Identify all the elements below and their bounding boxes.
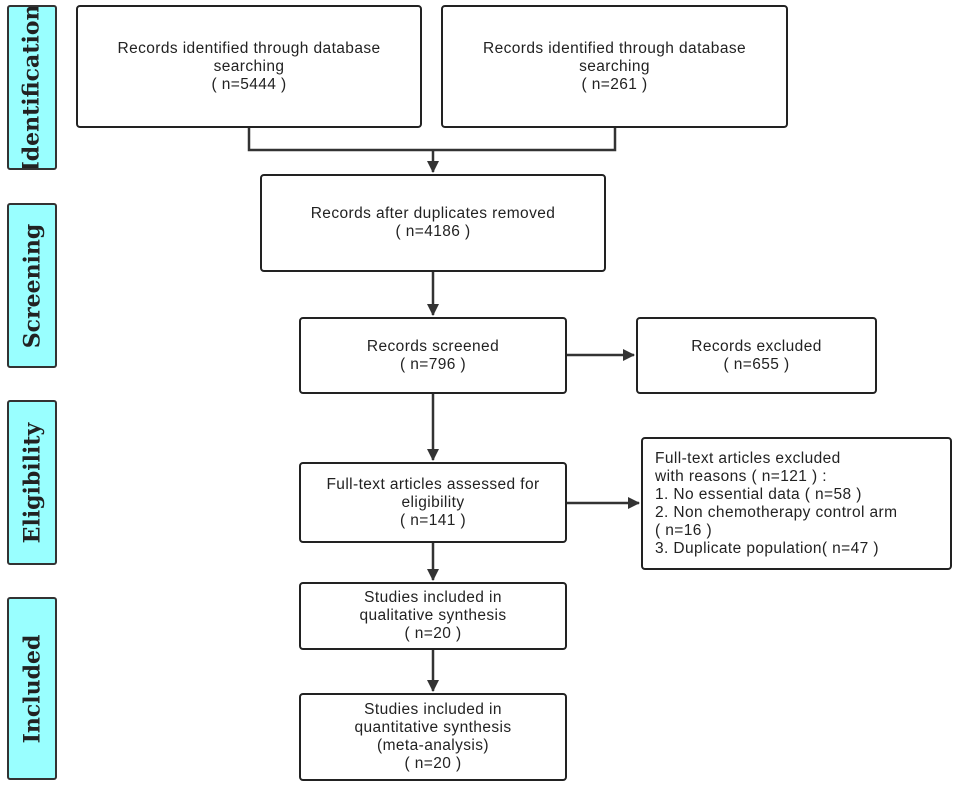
box-qualitative-synthesis: Studies included in qualitative synthesi… bbox=[299, 582, 567, 650]
box-fulltext-excluded-reason: 3. Duplicate population( n=47 ) bbox=[655, 539, 879, 557]
box-db-search-2-count: ( n=261 ) bbox=[581, 75, 648, 93]
box-db-search-1-line: Records identified through database bbox=[117, 39, 381, 57]
phase-included: Included bbox=[7, 597, 57, 780]
merge-connector bbox=[247, 128, 617, 152]
box-records-screened-line: Records screened bbox=[366, 337, 500, 355]
box-fulltext-excluded: Full-text articles excluded with reasons… bbox=[641, 437, 952, 570]
phase-screening: Screening bbox=[7, 203, 57, 368]
box-fulltext-excluded-reason: 2. Non chemotherapy control arm bbox=[655, 503, 898, 521]
box-qualitative-line: Studies included in bbox=[364, 589, 502, 606]
box-fulltext-excluded-reason: ( n=16 ) bbox=[655, 521, 713, 539]
box-db-search-2-line: Records identified through database bbox=[482, 39, 747, 57]
box-quantitative-count: ( n=20 ) bbox=[404, 755, 462, 772]
box-qualitative-count: ( n=20 ) bbox=[404, 625, 462, 642]
box-records-excluded: Records excluded ( n=655 ) bbox=[636, 317, 877, 394]
box-records-excluded-line: Records excluded bbox=[691, 337, 822, 355]
box-fulltext-assessed-count: ( n=141 ) bbox=[399, 511, 467, 529]
phase-identification: Identification bbox=[7, 5, 57, 170]
box-quantitative-line: quantitative synthesis bbox=[354, 719, 512, 736]
box-quantitative-synthesis: Studies included in quantitative synthes… bbox=[299, 693, 567, 781]
box-records-screened-count: ( n=796 ) bbox=[399, 355, 467, 373]
box-db-search-1-line: searching bbox=[213, 57, 285, 75]
box-quantitative-line: Studies included in bbox=[364, 701, 502, 718]
box-db-search-2-line: searching bbox=[579, 57, 650, 75]
box-fulltext-assessed: Full-text articles assessed for eligibil… bbox=[299, 462, 567, 543]
phase-eligibility: Eligibility bbox=[7, 400, 57, 565]
box-duplicates-removed-count: ( n=4186 ) bbox=[395, 223, 471, 240]
box-duplicates-removed: Records after duplicates removed ( n=418… bbox=[260, 174, 606, 272]
box-qualitative-line: qualitative synthesis bbox=[359, 607, 507, 624]
box-fulltext-excluded-line: Full-text articles excluded bbox=[655, 449, 841, 467]
box-db-search-2: Records identified through database sear… bbox=[441, 5, 788, 128]
box-fulltext-excluded-line: with reasons ( n=121 ) : bbox=[655, 467, 828, 485]
box-quantitative-line: (meta-analysis) bbox=[377, 737, 489, 754]
box-db-search-1-count: ( n=5444 ) bbox=[211, 75, 287, 93]
box-records-screened: Records screened ( n=796 ) bbox=[299, 317, 567, 394]
box-fulltext-excluded-reason: 1. No essential data ( n=58 ) bbox=[655, 485, 862, 503]
box-duplicates-removed-line: Records after duplicates removed bbox=[310, 205, 556, 222]
box-fulltext-assessed-line: Full-text articles assessed for bbox=[326, 475, 540, 493]
box-fulltext-assessed-line: eligibility bbox=[401, 493, 465, 511]
box-db-search-1: Records identified through database sear… bbox=[76, 5, 422, 128]
box-records-excluded-count: ( n=655 ) bbox=[723, 355, 790, 373]
